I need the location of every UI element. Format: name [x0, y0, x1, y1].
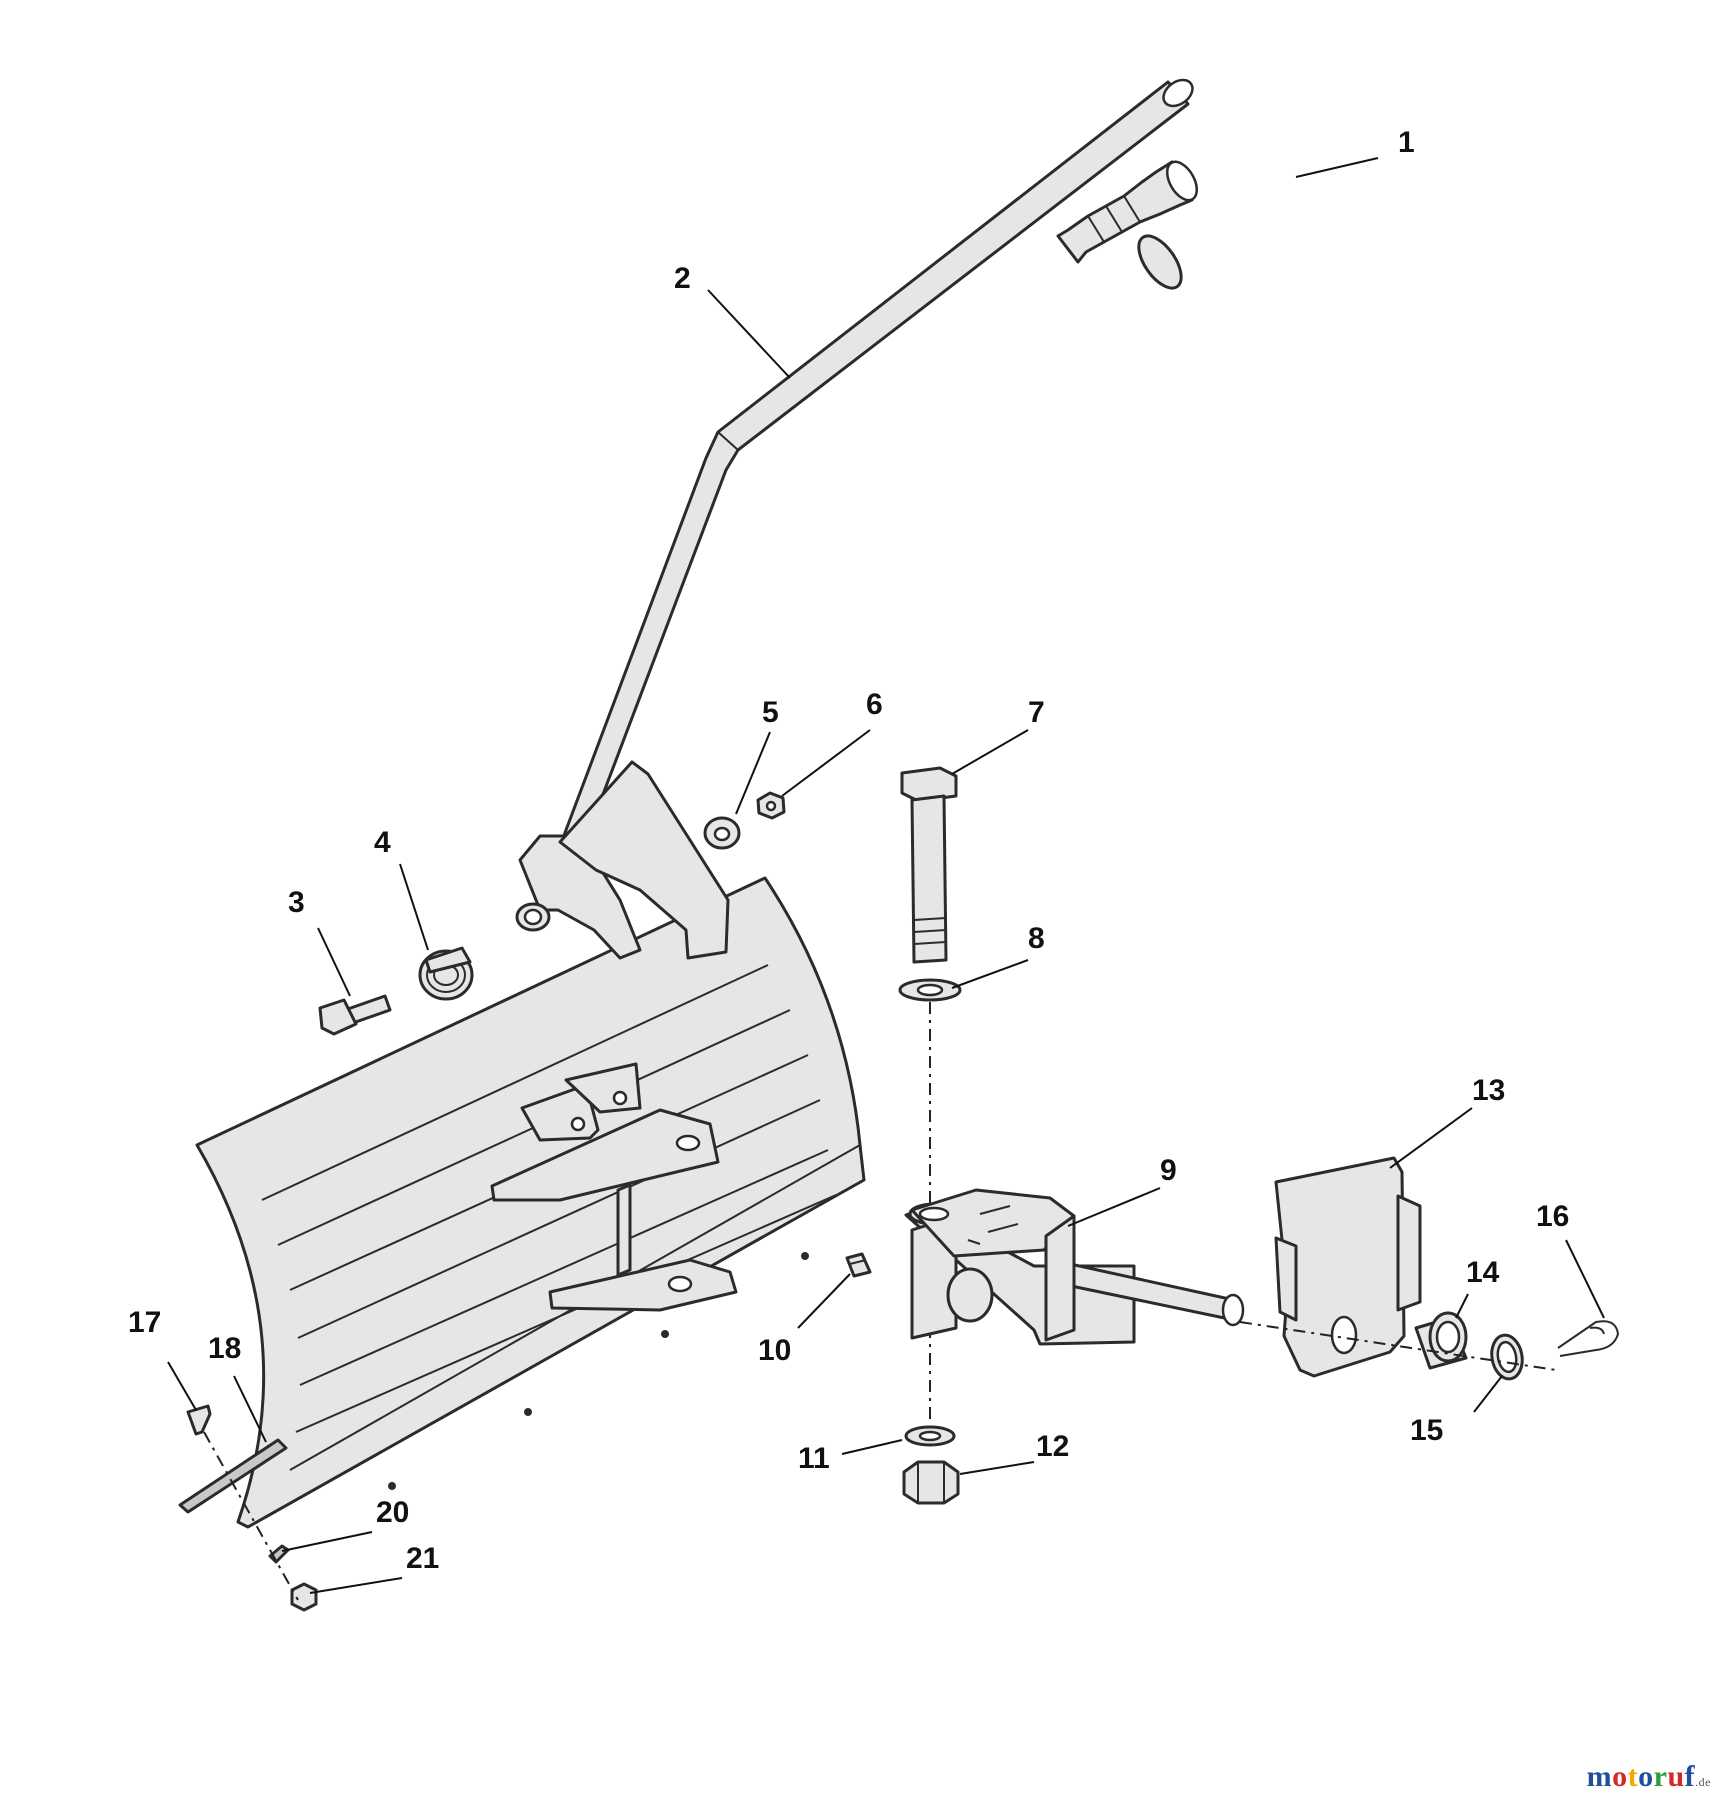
hex-bolt-7 [900, 766, 958, 964]
callout-18: 18 [208, 1332, 241, 1365]
nut-21 [290, 1582, 318, 1612]
callout-14: 14 [1466, 1256, 1500, 1289]
callout-13: 13 [1472, 1074, 1505, 1107]
watermark-letter: r [1653, 1760, 1668, 1793]
callout-3: 3 [288, 886, 305, 919]
watermark-letter: o [1638, 1760, 1654, 1793]
hairpin-clip [1557, 1320, 1620, 1357]
callout-6: 6 [866, 688, 883, 721]
callout-11: 11 [798, 1442, 830, 1475]
mounting-plate [1274, 1156, 1422, 1378]
wear-edge [178, 1438, 288, 1514]
callout-5: 5 [762, 696, 779, 729]
callout-21: 21 [406, 1542, 439, 1575]
watermark-letter: f [1684, 1760, 1696, 1793]
ring-15 [1490, 1333, 1524, 1381]
center-mount-bracket [490, 1062, 738, 1312]
handle-grip [1056, 160, 1199, 290]
carriage-bolt-axis [203, 1431, 299, 1601]
hex-nut-12 [902, 1460, 960, 1505]
handle-tube [558, 78, 1194, 857]
grease-fitting [845, 1252, 872, 1278]
bolt [318, 994, 392, 1036]
washer-8 [898, 978, 962, 1002]
washer-5 [703, 816, 741, 850]
callout-15: 15 [1410, 1414, 1443, 1447]
callout-9: 9 [1160, 1154, 1177, 1187]
watermark-letter: u [1667, 1760, 1685, 1793]
plow-blade [195, 876, 866, 1529]
motoruf-watermark: motoruf.de [1587, 1760, 1711, 1794]
watermark-suffix: .de [1695, 1775, 1711, 1789]
callout-2: 2 [674, 262, 691, 295]
blade-pivot-bracket [515, 760, 730, 960]
callout-16: 16 [1536, 1200, 1569, 1233]
washer-11 [904, 1425, 956, 1447]
nut-6 [756, 791, 786, 820]
callout-20: 20 [376, 1496, 409, 1529]
callout-8: 8 [1028, 922, 1045, 955]
pivot-swivel [904, 1188, 1245, 1346]
callout-10: 10 [758, 1334, 791, 1367]
torsion-spring [418, 946, 474, 1001]
leader-lines [167, 157, 1605, 1594]
callout-12: 12 [1036, 1430, 1069, 1463]
bushing [1414, 1311, 1468, 1370]
watermark-letters: motoruf [1587, 1760, 1696, 1793]
watermark-letter: m [1586, 1760, 1613, 1793]
watermark-letter: o [1612, 1760, 1628, 1793]
carriage-bolt [186, 1404, 212, 1436]
callout-4: 4 [374, 826, 391, 859]
callout-1: 1 [1398, 126, 1415, 159]
watermark-letter: t [1627, 1760, 1639, 1793]
callout-17: 17 [128, 1306, 161, 1339]
callout-7: 7 [1028, 696, 1045, 729]
